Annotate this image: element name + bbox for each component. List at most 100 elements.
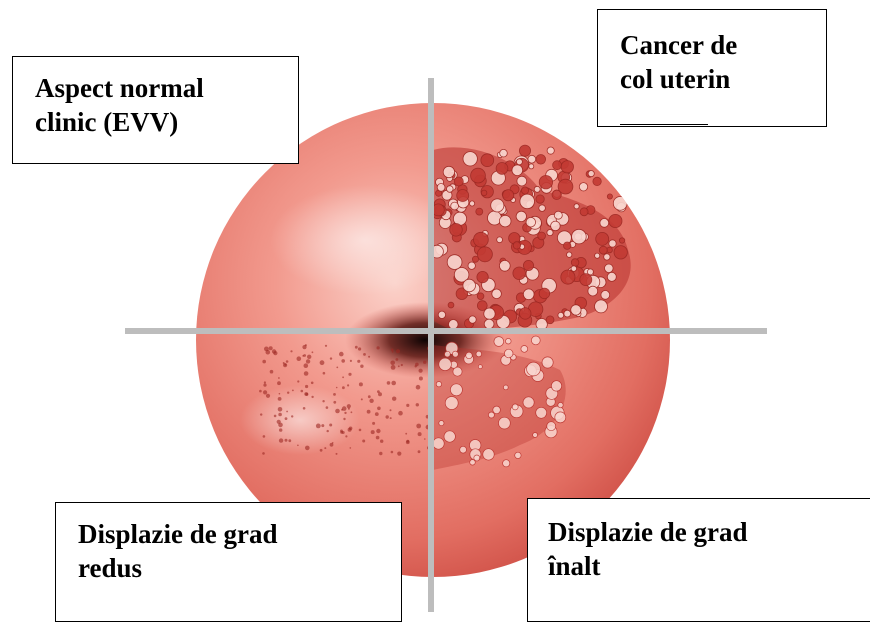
lesion-bump — [561, 161, 573, 173]
low-grade-dot — [347, 404, 351, 408]
label-high-grade-dysplasia: Displazie de grad înalt — [527, 498, 870, 622]
low-grade-dot — [339, 352, 344, 357]
low-grade-dot — [340, 430, 343, 433]
low-grade-dot — [416, 385, 421, 390]
low-grade-dot — [329, 424, 332, 427]
lesion-bump — [466, 352, 473, 359]
low-grade-dot — [357, 360, 360, 363]
lesion-bump — [463, 279, 476, 292]
lesion-bump — [538, 232, 546, 240]
low-grade-dot — [371, 430, 375, 434]
lesion-bump — [477, 293, 484, 300]
low-grade-dot — [332, 442, 334, 444]
low-grade-dot — [341, 359, 345, 363]
low-grade-dot — [359, 429, 362, 432]
low-grade-dot — [311, 382, 314, 385]
low-grade-dot — [360, 365, 363, 368]
low-grade-dot — [316, 424, 321, 429]
lesion-bump — [496, 163, 508, 175]
lesion-bump — [574, 204, 579, 209]
low-grade-dot — [355, 346, 358, 349]
low-grade-dot — [330, 357, 332, 359]
low-grade-dot — [333, 393, 336, 396]
low-grade-dot — [304, 371, 309, 376]
low-grade-dot — [274, 415, 277, 418]
lesion-bump — [554, 211, 562, 219]
lesion-bump — [504, 349, 513, 358]
lesion-bump — [492, 289, 502, 299]
lesion-bump — [445, 397, 458, 410]
lesion-bump — [558, 402, 563, 407]
lesion-bump — [443, 166, 454, 177]
lesion-bump — [600, 219, 609, 228]
low-grade-dot — [325, 345, 327, 347]
low-grade-dot — [323, 372, 326, 375]
low-grade-dot — [368, 395, 371, 398]
low-grade-dot — [423, 361, 426, 364]
low-grade-dot — [350, 360, 352, 362]
lesion-bump — [506, 338, 512, 344]
lesion-bump — [433, 438, 444, 449]
lesion-bump — [599, 246, 607, 254]
low-grade-dot — [304, 392, 308, 396]
cervix-shine-lower — [240, 385, 360, 455]
low-grade-dot — [307, 355, 311, 359]
low-grade-dot — [270, 370, 274, 374]
low-grade-dot — [278, 407, 283, 412]
lesion-bump — [468, 262, 475, 269]
lesion-bump — [604, 254, 610, 260]
low-grade-dot — [406, 404, 409, 407]
lesion-bump — [558, 179, 573, 194]
lesion-bump — [526, 217, 536, 227]
lesion-bump — [450, 384, 462, 396]
lesion-bump — [580, 208, 588, 216]
low-grade-dot — [266, 394, 270, 398]
low-grade-dot — [303, 354, 306, 357]
low-grade-dot — [304, 363, 309, 368]
lesion-bump — [553, 161, 562, 170]
low-grade-dot — [336, 367, 338, 369]
low-grade-dot — [297, 380, 299, 382]
lesion-bump — [503, 460, 510, 467]
low-grade-dot — [406, 440, 410, 444]
lesion-bump — [447, 255, 462, 270]
low-grade-dot — [320, 360, 325, 365]
lesion-bump — [595, 253, 600, 258]
lesion-bump — [546, 316, 554, 324]
low-grade-dot — [283, 363, 287, 367]
lesion-bump — [515, 452, 521, 458]
low-grade-dot — [306, 359, 310, 363]
low-grade-dot — [390, 417, 392, 419]
low-grade-dot — [376, 436, 380, 440]
lesion-bump — [450, 224, 463, 237]
lesion-bump — [564, 242, 571, 249]
lesion-bump — [470, 201, 475, 206]
lesion-bump — [512, 404, 518, 410]
low-grade-dot — [416, 424, 421, 429]
lesion-bump — [477, 247, 492, 262]
low-grade-dot — [291, 415, 293, 417]
lesion-bump — [452, 351, 458, 357]
low-grade-dot — [286, 360, 289, 363]
lesion-bump — [571, 305, 581, 315]
lesion-bump — [571, 266, 577, 272]
lesion-bump — [488, 412, 494, 418]
lesion-bump — [579, 183, 587, 191]
low-grade-dot — [279, 438, 283, 442]
lesion-bump — [499, 260, 510, 271]
low-grade-dot — [391, 349, 394, 352]
lesion-bump — [476, 351, 482, 357]
lesion-bump — [607, 194, 612, 199]
lesion-bump — [503, 385, 508, 390]
low-grade-dot — [387, 381, 391, 385]
label-low-line-2: redus — [78, 551, 401, 585]
low-grade-dot — [397, 452, 401, 456]
lesion-bump — [536, 195, 544, 203]
label-high-line-2: înalt — [548, 549, 870, 583]
low-grade-dot — [263, 390, 267, 394]
low-grade-dot — [305, 446, 310, 451]
lesion-bump — [519, 145, 530, 156]
lesion-bump — [571, 259, 579, 267]
lesion-bump — [534, 186, 540, 192]
lesion-bump — [512, 165, 523, 176]
